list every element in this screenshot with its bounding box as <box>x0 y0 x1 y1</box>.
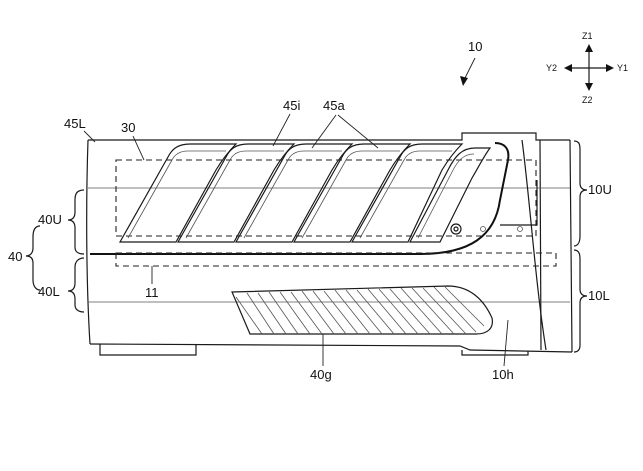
axis-z2-label: Z2 <box>582 95 593 105</box>
label-45i: 45i <box>283 98 300 113</box>
dashed-region-30 <box>115 159 537 237</box>
upper-slats <box>118 143 492 243</box>
label-40g: 40g <box>310 367 332 382</box>
axis-z1-label: Z1 <box>582 31 593 41</box>
top-labels: 45L 30 45i 45a <box>64 98 379 161</box>
device-ref-label: 10 <box>468 39 482 54</box>
device-body <box>86 132 573 356</box>
bottom-labels: 11 40g 10h <box>145 266 514 382</box>
label-40l: 40L <box>38 284 60 299</box>
label-30: 30 <box>121 120 135 135</box>
label-10l: 10L <box>588 288 610 303</box>
axis-y2-label: Y2 <box>546 63 557 73</box>
dashed-region-11 <box>115 252 557 267</box>
unit-brackets: 10U 10L <box>573 140 612 353</box>
label-40: 40 <box>8 249 22 264</box>
axis-indicator: Z1 Z2 Y2 Y1 <box>546 31 628 105</box>
housing-brackets: 40U 40L 40 <box>8 189 85 313</box>
label-10u: 10U <box>588 182 612 197</box>
label-10h: 10h <box>492 367 514 382</box>
device-ref: 10 <box>460 39 482 86</box>
label-45a: 45a <box>323 98 345 113</box>
label-40u: 40U <box>38 212 62 227</box>
lower-grille <box>231 285 493 335</box>
axis-y1-label: Y1 <box>617 63 628 73</box>
label-11: 11 <box>145 285 159 300</box>
label-45l: 45L <box>64 116 86 131</box>
